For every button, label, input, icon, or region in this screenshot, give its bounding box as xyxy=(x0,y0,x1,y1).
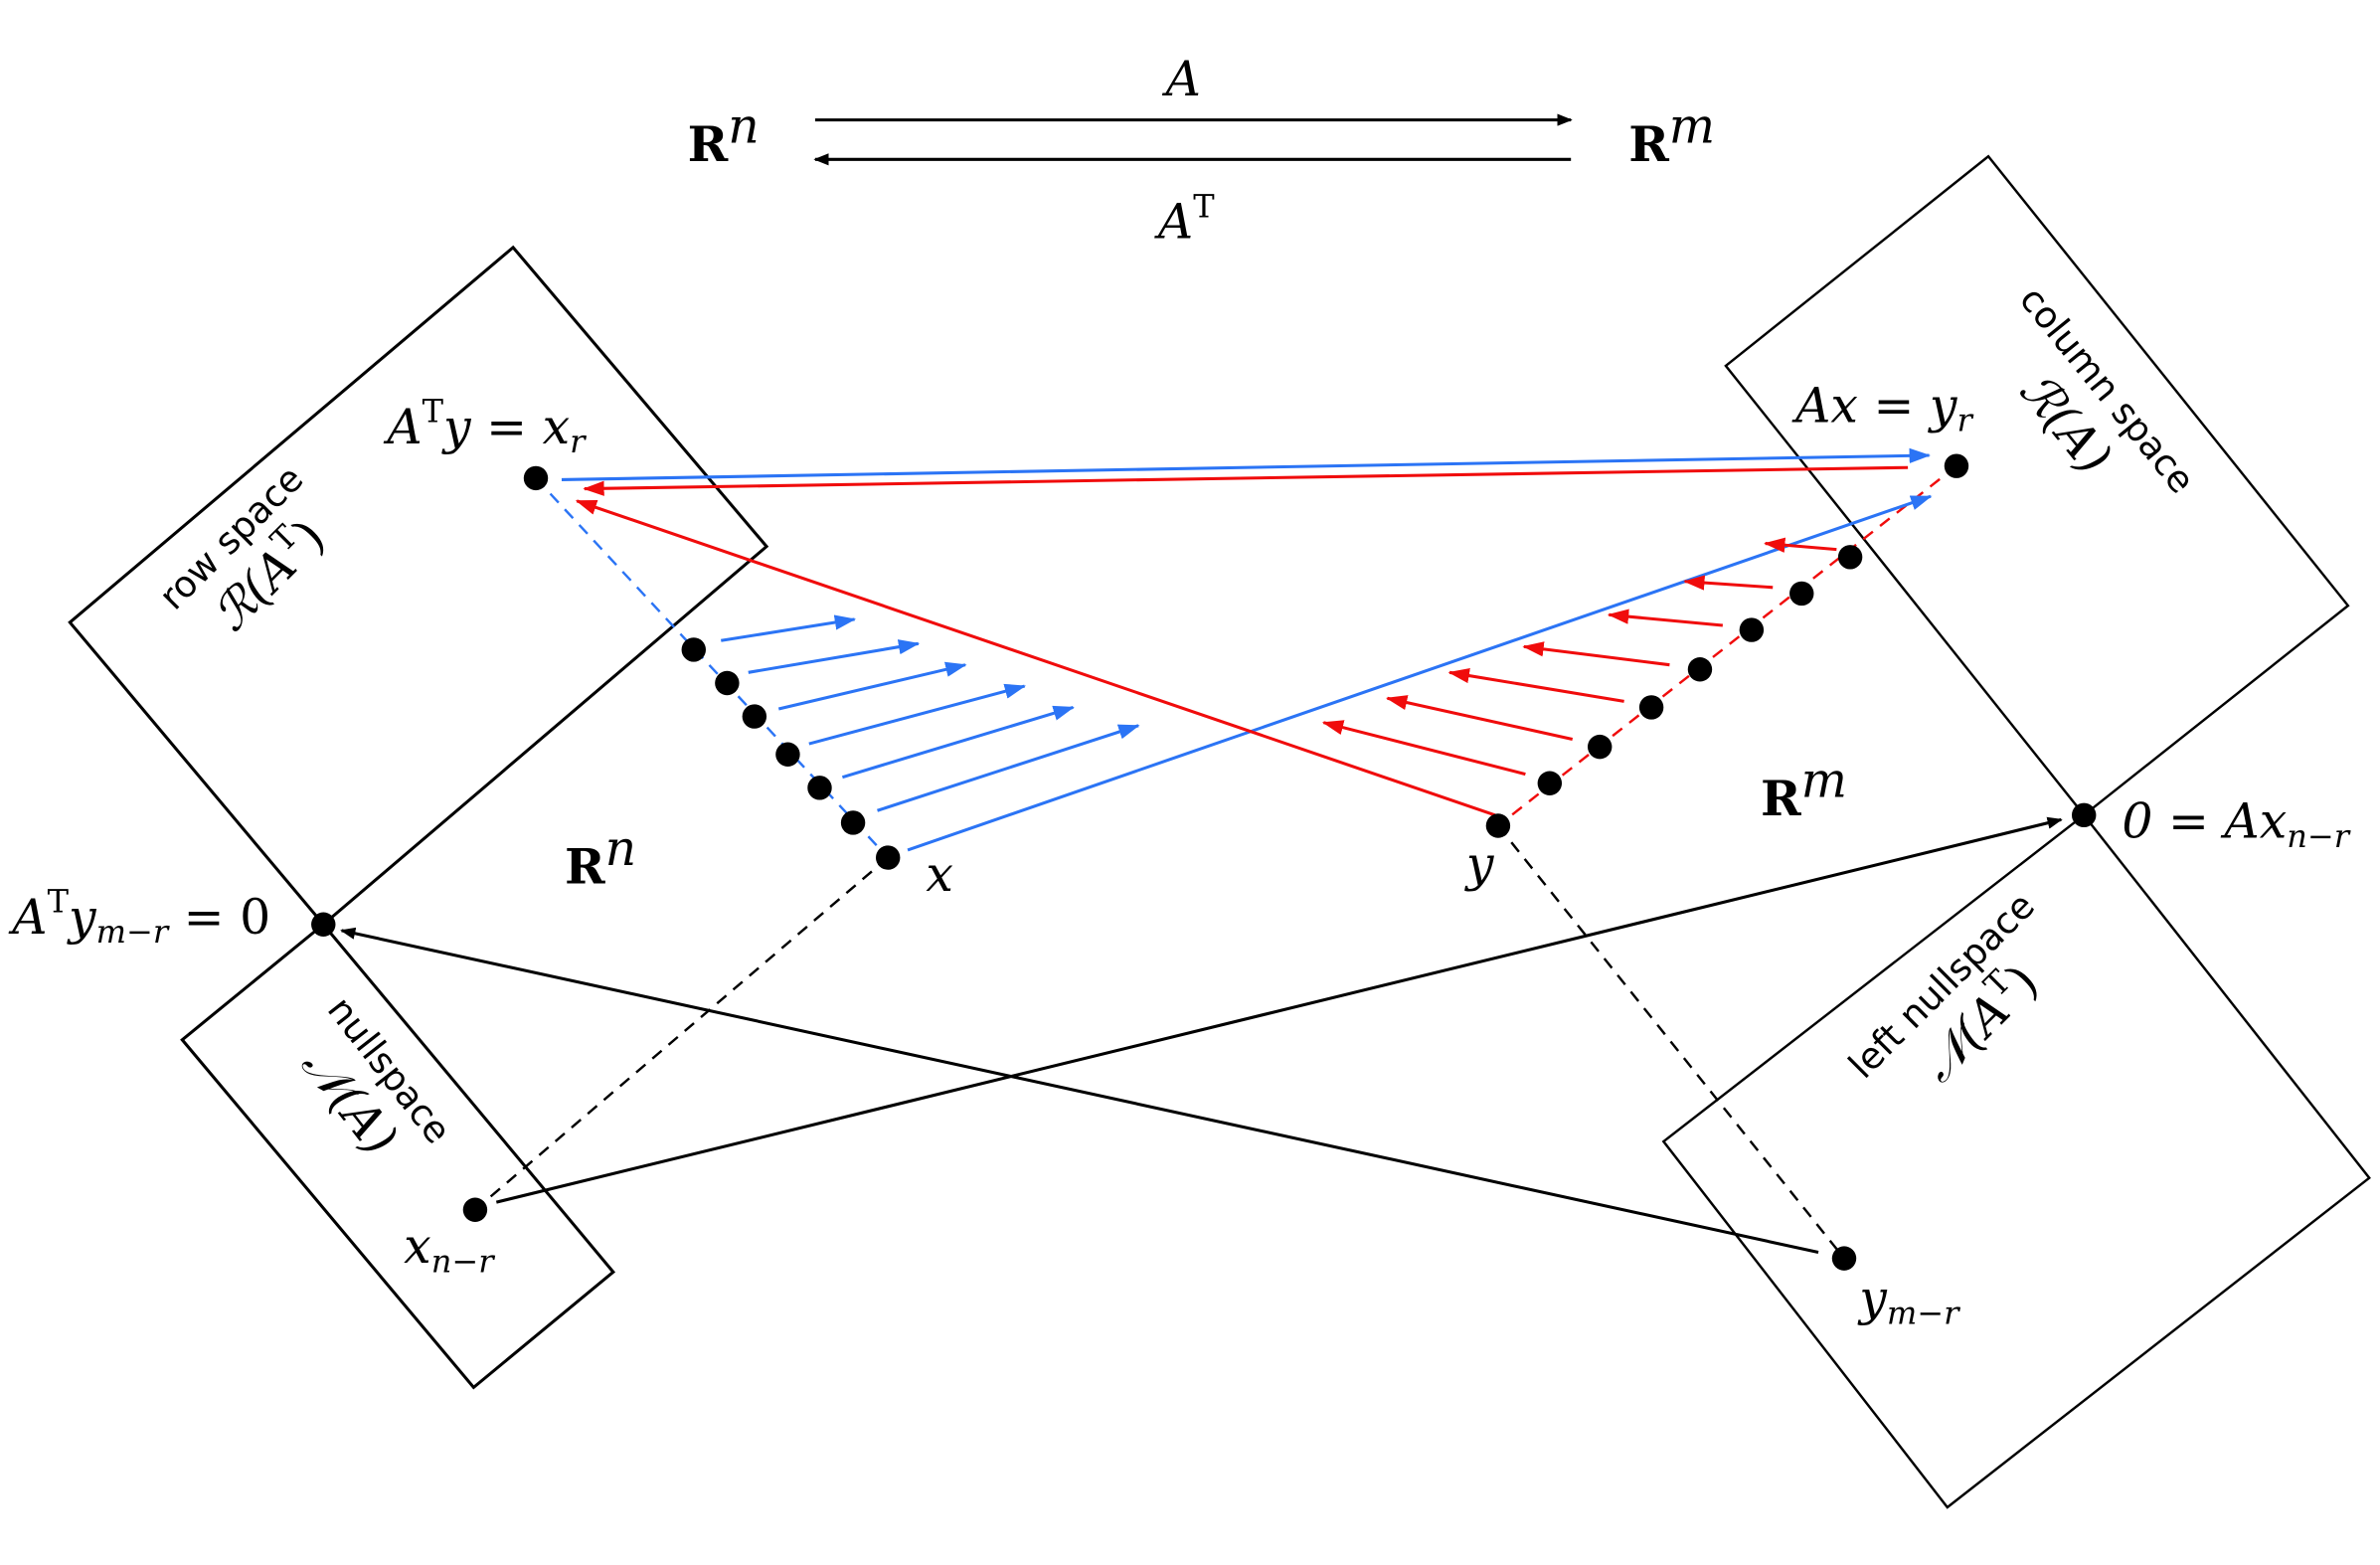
dot xyxy=(681,637,706,662)
backward-map-label: AT xyxy=(1154,187,1215,250)
blue-arrow-group xyxy=(561,447,1933,852)
forward-map-label: A xyxy=(1162,51,1201,107)
red-arrow xyxy=(1522,641,1670,667)
blue-arrow xyxy=(748,639,921,674)
dot xyxy=(1638,695,1664,720)
dot xyxy=(715,670,740,696)
row-point-label: ATy = xr xyxy=(383,392,587,460)
nullspace-title-group: nullspace 𝒩(A) xyxy=(290,988,459,1165)
x-to-nullspace-dashed-line xyxy=(474,856,889,1211)
dot xyxy=(775,742,800,767)
blue-arrow xyxy=(907,494,1933,852)
dot xyxy=(807,776,832,800)
column-space-box xyxy=(1724,154,2350,817)
left-nullspace-point xyxy=(1831,1246,1857,1271)
dot xyxy=(1587,734,1613,760)
rn-label: Rn xyxy=(565,820,636,895)
dot xyxy=(742,704,767,729)
zero-right-label: 0 = Axn−r xyxy=(2122,793,2350,855)
column-decomposition-dashed-line xyxy=(1497,464,1957,827)
red-arrow xyxy=(1447,668,1624,703)
row-space-point xyxy=(523,465,549,491)
rm-label: Rm xyxy=(1761,753,1847,827)
x-null-label: xn−r xyxy=(404,1218,495,1280)
row-space-title-group: row space ℛ(AT) xyxy=(151,457,336,642)
column-point-label: Ax = yr xyxy=(1791,377,1973,438)
blue-arrow xyxy=(841,705,1075,780)
left-nullspace-box xyxy=(1661,813,2371,1509)
x-label: x xyxy=(926,846,953,903)
red-arrow xyxy=(1607,609,1724,627)
dot xyxy=(1837,545,1863,570)
nullspace-box xyxy=(180,922,616,1390)
red-arrow xyxy=(1683,575,1774,591)
left-nullspace-to-zero-arrow xyxy=(340,927,1819,1254)
red-arrow-group xyxy=(575,465,1909,817)
blue-arrow xyxy=(721,614,857,642)
column-space-point xyxy=(1944,453,1969,478)
points xyxy=(311,453,2097,1271)
red-arrow xyxy=(583,465,1909,496)
codomain-space-label: Rm xyxy=(1628,98,1715,173)
nullspace-point xyxy=(462,1197,488,1222)
domain-space-label: Rn xyxy=(688,98,760,173)
blue-arrow xyxy=(808,683,1027,746)
blue-arrow xyxy=(561,447,1932,481)
origin-rm xyxy=(2071,802,2097,828)
zero-left-label: ATym−r = 0 xyxy=(8,883,270,952)
y-to-left-nullspace-dashed-line xyxy=(1496,824,1845,1260)
blue-arrow xyxy=(777,661,967,711)
row-decomposition-dashed-line xyxy=(535,477,890,859)
dot xyxy=(1739,617,1765,642)
column-space-title-group: column space ℛ(A) xyxy=(2008,278,2203,501)
red-arrow xyxy=(1764,537,1837,553)
red-arrow xyxy=(1385,695,1574,741)
dot xyxy=(1789,581,1814,607)
dot xyxy=(840,810,866,835)
y-null-label: ym−r xyxy=(1857,1270,1960,1331)
origin-rn xyxy=(311,912,336,937)
y-label: y xyxy=(1464,835,1495,892)
y-point xyxy=(1485,813,1511,838)
x-point xyxy=(875,845,901,870)
blue-arrow xyxy=(877,724,1140,812)
red-arrow xyxy=(575,499,1496,817)
dot xyxy=(1537,771,1563,795)
nullspace-to-zero-arrow xyxy=(495,816,2063,1204)
red-arrow xyxy=(1321,720,1526,777)
dot xyxy=(1687,657,1713,682)
left-nullspace-title-group: left nullspace 𝒩(AT) xyxy=(1840,884,2049,1093)
